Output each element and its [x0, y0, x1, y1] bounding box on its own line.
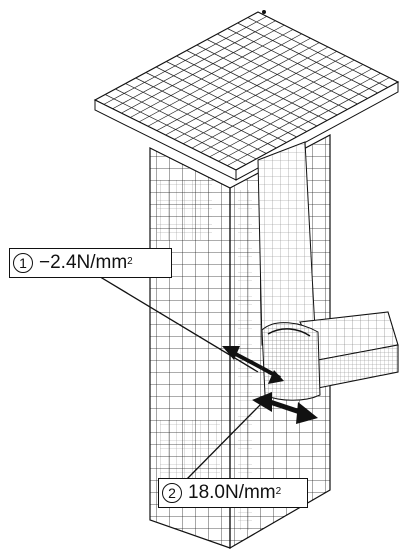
- plate-grid-line: [112, 20, 276, 110]
- plate-grid-line: [227, 77, 390, 166]
- plate-grid-line: [138, 33, 302, 123]
- plate-grid-line: [200, 64, 364, 153]
- label-1-value: −2.4N/mm: [39, 252, 128, 273]
- leader-line-2: [185, 401, 264, 481]
- leader-line-1: [91, 271, 259, 373]
- top-flange-plate: [93, 10, 400, 181]
- plate-grid-line: [182, 55, 346, 145]
- label-1-exponent: 2: [127, 255, 133, 267]
- plate-grid-line: [218, 72, 381, 162]
- label-2-value: 18.0N/mm: [188, 482, 276, 503]
- plate-grid-line: [209, 68, 372, 158]
- stress-arrows: [222, 346, 318, 424]
- label-2-number: 2: [162, 483, 182, 503]
- side-bracket: [299, 311, 399, 389]
- plate-grid-line: [156, 42, 320, 131]
- plate-grid-line: [130, 29, 294, 118]
- plate-grid-line: [103, 16, 267, 105]
- plate-grid-line: [165, 46, 329, 136]
- plate-grid-line: [121, 24, 285, 114]
- plate-grid-line: [191, 59, 355, 149]
- weld-zone: [261, 322, 321, 401]
- label-1-number: 1: [13, 253, 33, 273]
- label-2-exponent: 2: [275, 485, 282, 497]
- plate-grid-line: [147, 37, 311, 127]
- plate-grid-line: [174, 51, 337, 140]
